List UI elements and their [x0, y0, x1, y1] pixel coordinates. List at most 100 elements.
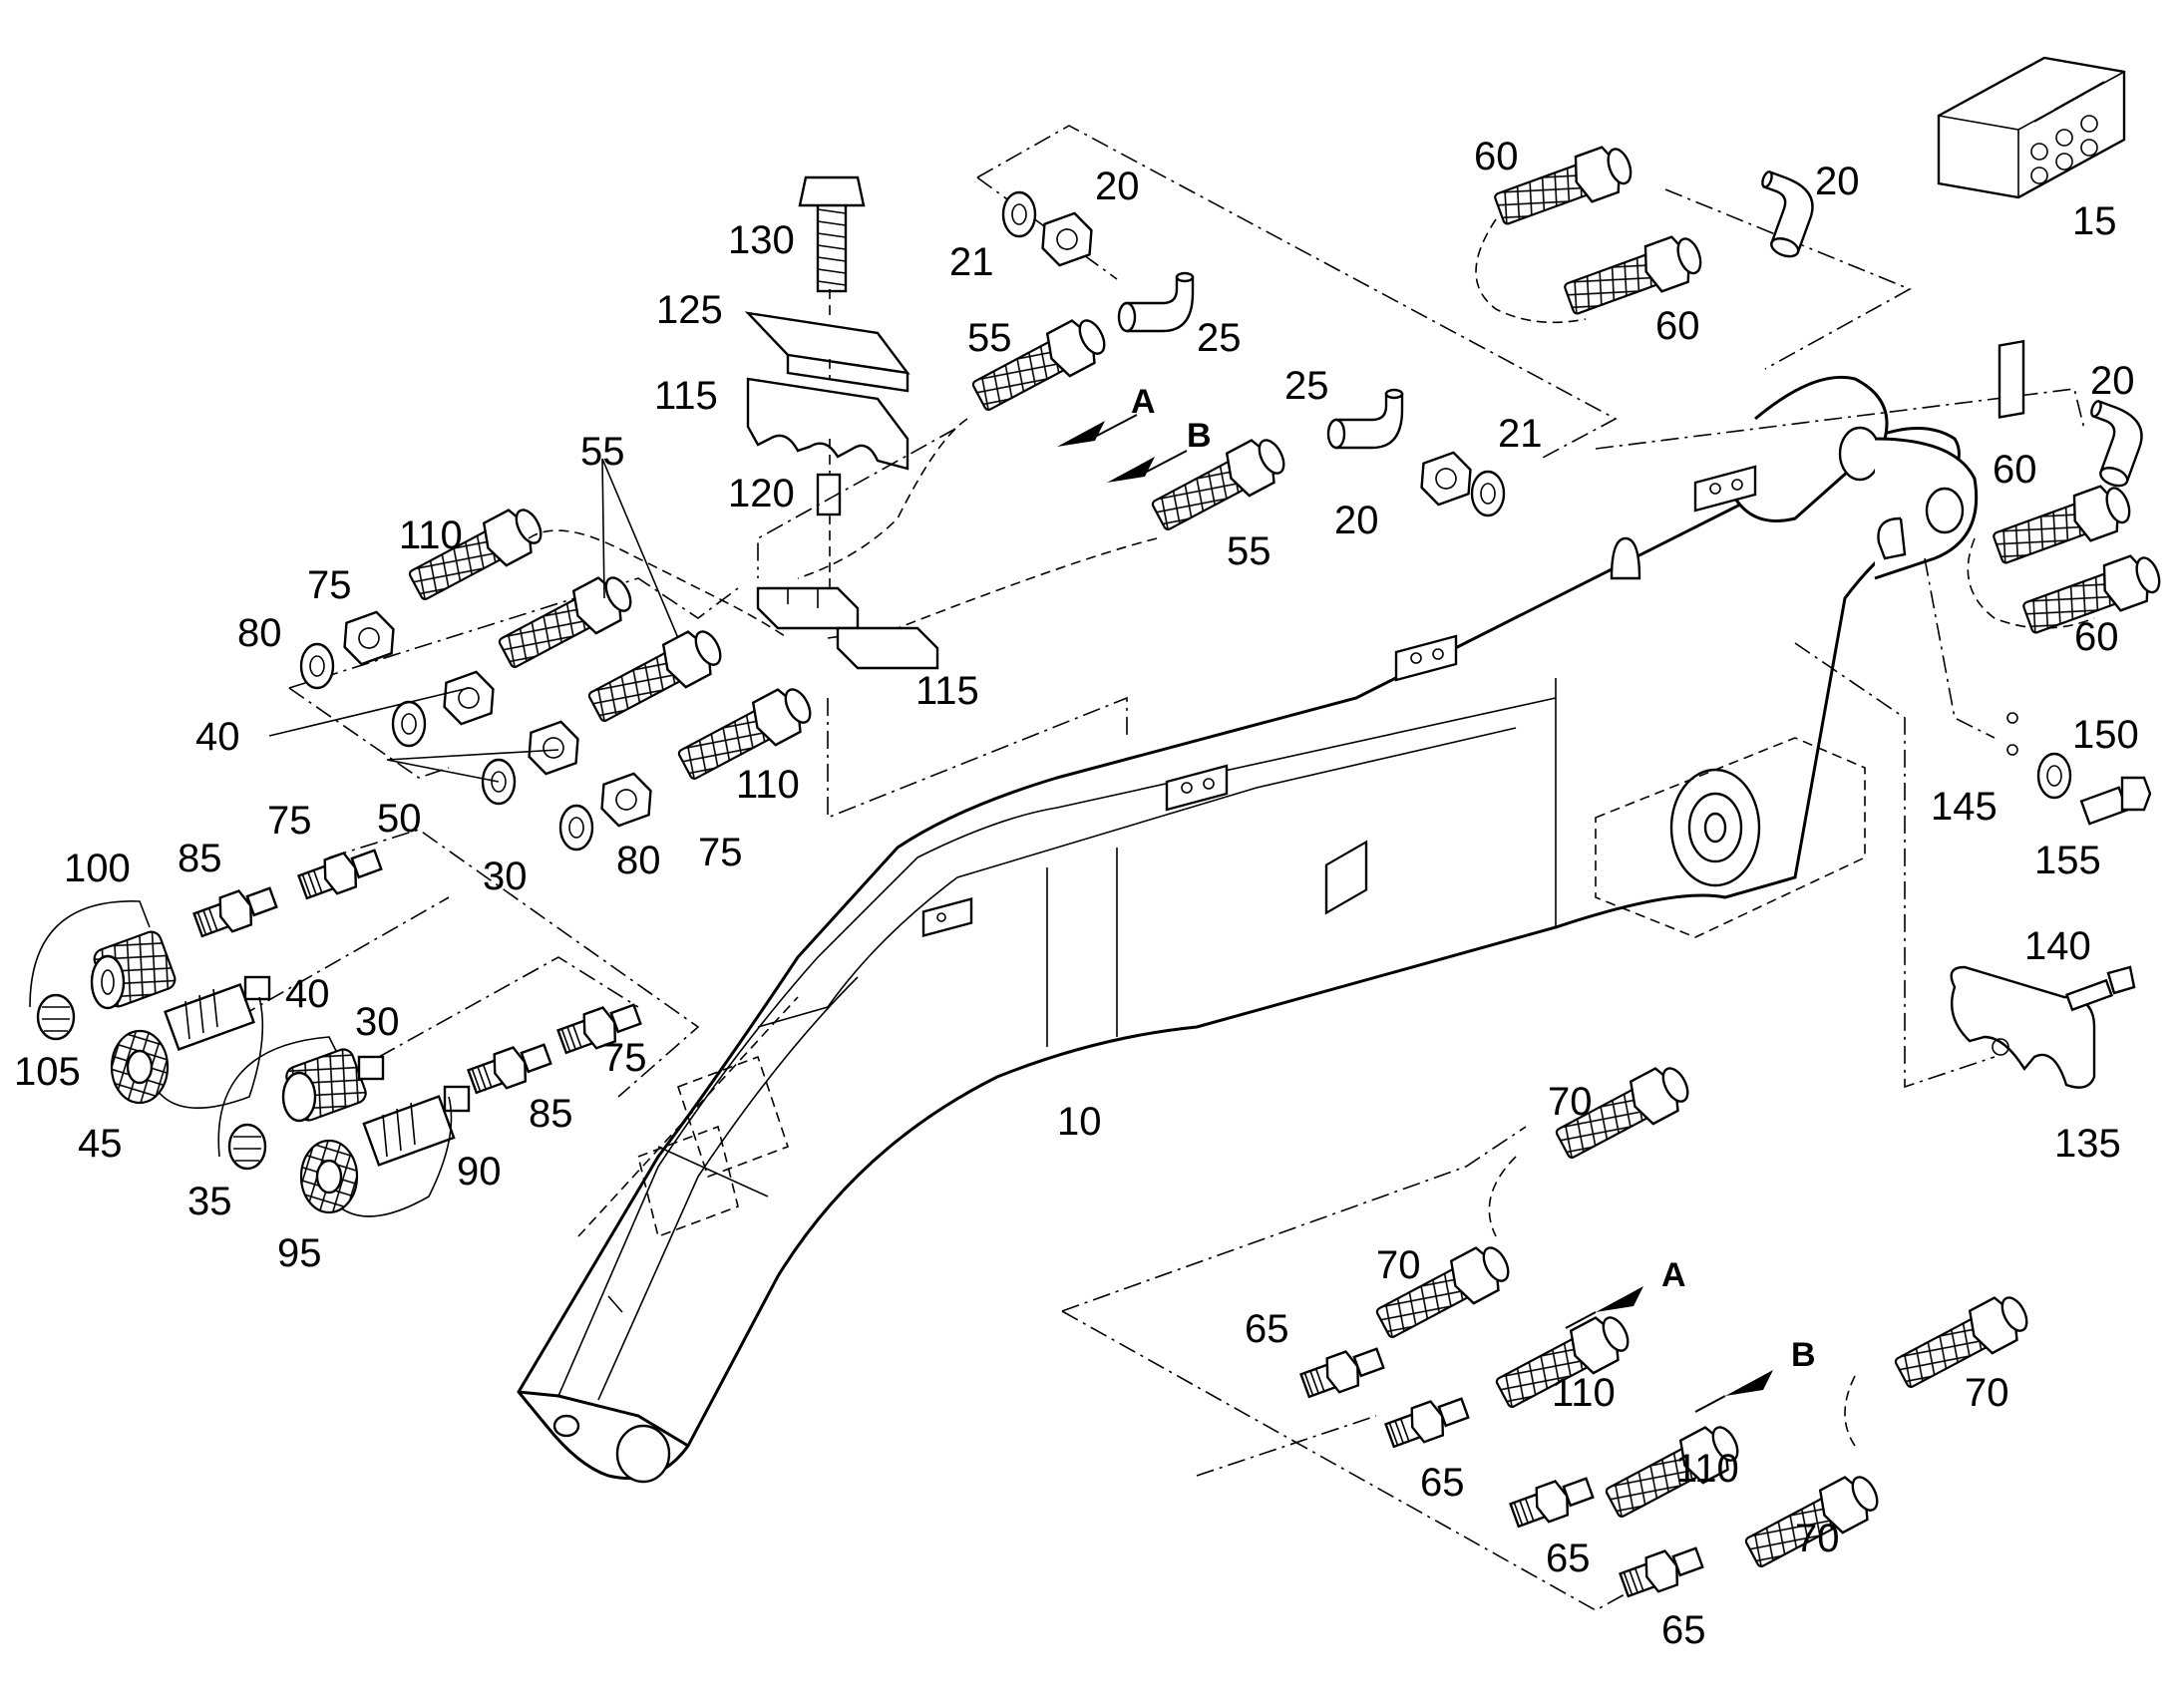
label-90: 90: [457, 1150, 502, 1194]
elbow-fitting-20-c: [1739, 169, 1822, 261]
label-80: 80: [616, 839, 661, 882]
valve-block: [1937, 56, 2126, 199]
hose-fitting-55-d: [582, 620, 730, 731]
label-65: 65: [1245, 1307, 1289, 1351]
label-130: 130: [728, 218, 795, 262]
clip-145: [1877, 339, 2025, 756]
washer-80-a: [299, 642, 335, 690]
coupler-cap-95: [299, 1096, 453, 1217]
label-115: 115: [915, 669, 979, 713]
top-group-outline: [976, 125, 1618, 460]
label-75: 75: [698, 831, 743, 874]
hose-fitting-55-c: [493, 566, 640, 677]
label-140: 140: [2024, 924, 2091, 968]
label-100: 100: [64, 847, 131, 890]
label-40: 40: [195, 715, 240, 759]
label-70: 70: [1376, 1243, 1421, 1287]
washer-21-a: [1001, 190, 1037, 238]
dust-cap-105: [36, 993, 76, 1041]
nut-20-b: [1412, 448, 1480, 510]
label-110: 110: [399, 513, 463, 557]
bolt-140: [2064, 965, 2136, 1012]
label-145: 145: [1931, 785, 1998, 829]
label-60: 60: [1993, 448, 2037, 492]
hose-fitting-60-c: [1989, 478, 2137, 573]
label-70: 70: [1965, 1371, 2009, 1415]
arrow-a-bottom: [1565, 1286, 1643, 1329]
coupler-cap-45: [110, 996, 264, 1109]
washer-50-a: [391, 700, 427, 748]
label-20: 20: [1334, 499, 1379, 542]
hose-fitting-70-c: [1889, 1286, 2036, 1397]
label-150: 150: [2072, 713, 2139, 757]
label-25: 25: [1197, 316, 1242, 360]
nut-75-a: [335, 607, 403, 669]
label-21: 21: [949, 240, 994, 284]
nut-75-b: [592, 769, 660, 831]
adapter-85-a: [190, 879, 281, 943]
label-155: 155: [2034, 839, 2101, 882]
label-70: 70: [1548, 1080, 1593, 1124]
label-105: 105: [14, 1050, 81, 1094]
label-50: 50: [377, 797, 422, 841]
label-75: 75: [267, 799, 312, 843]
label-70: 70: [1795, 1517, 1840, 1560]
boom-arm: [517, 375, 1979, 1484]
elbow-fitting-25-a: [1117, 271, 1195, 333]
label-80: 80: [237, 611, 282, 655]
washer-80-b: [558, 804, 594, 852]
adapter-75-a: [295, 842, 386, 905]
nut-30-a: [520, 717, 587, 779]
arrow-label-a-bottom: A: [1661, 1256, 1686, 1294]
label-75: 75: [602, 1036, 647, 1080]
label-85: 85: [178, 837, 222, 880]
label-15: 15: [2072, 199, 2117, 243]
label-10: 10: [1057, 1100, 1102, 1144]
label-60: 60: [1474, 135, 1519, 178]
part-labels: 10 15 20 20 20 20 21 21 25 25 30 30 35 4…: [14, 135, 2139, 1652]
elbow-fitting-25-b: [1326, 388, 1404, 450]
label-60: 60: [1655, 304, 1700, 348]
label-30: 30: [355, 1000, 400, 1044]
adapter-65-d: [1617, 1539, 1707, 1603]
label-30: 30: [483, 854, 528, 898]
label-20: 20: [1095, 165, 1140, 208]
label-60: 60: [2074, 615, 2119, 659]
label-110: 110: [1552, 1371, 1616, 1415]
washer-150: [2036, 752, 2072, 800]
label-120: 120: [728, 472, 795, 515]
label-75: 75: [307, 563, 352, 607]
dust-cap-35: [227, 1123, 267, 1171]
arrow-label-a-top: A: [1131, 383, 1156, 421]
elbow-fitting-20-d: [2068, 398, 2151, 491]
label-95: 95: [277, 1231, 322, 1275]
label-20: 20: [1815, 160, 1860, 203]
adapter-65-c: [1507, 1470, 1598, 1534]
coupler-40: [164, 975, 271, 1052]
adapter-85-b: [465, 1036, 555, 1100]
label-25: 25: [1284, 364, 1329, 408]
label-21: 21: [1498, 412, 1543, 456]
label-35: 35: [187, 1180, 232, 1223]
label-125: 125: [656, 288, 723, 332]
label-45: 45: [78, 1122, 123, 1166]
label-55: 55: [580, 430, 625, 474]
label-115: 115: [654, 374, 718, 418]
arrow-b-top: [1107, 450, 1188, 483]
label-65: 65: [1420, 1461, 1465, 1505]
label-20: 20: [2090, 359, 2135, 403]
clamp-135: [1950, 965, 2096, 1089]
arrow-b-bottom: [1694, 1370, 1773, 1413]
adapter-65-a: [1297, 1340, 1388, 1404]
nut-40-a: [435, 667, 503, 729]
label-110: 110: [736, 763, 800, 807]
label-55: 55: [1227, 529, 1272, 573]
bolt-155: [2079, 776, 2152, 826]
coupler-100: [29, 900, 177, 1010]
arrow-label-b-bottom: B: [1791, 1336, 1816, 1374]
label-85: 85: [529, 1092, 573, 1136]
clamp-stack: [744, 175, 939, 670]
arrow-label-b-top: B: [1187, 417, 1212, 455]
left-group-outline: [288, 577, 739, 689]
